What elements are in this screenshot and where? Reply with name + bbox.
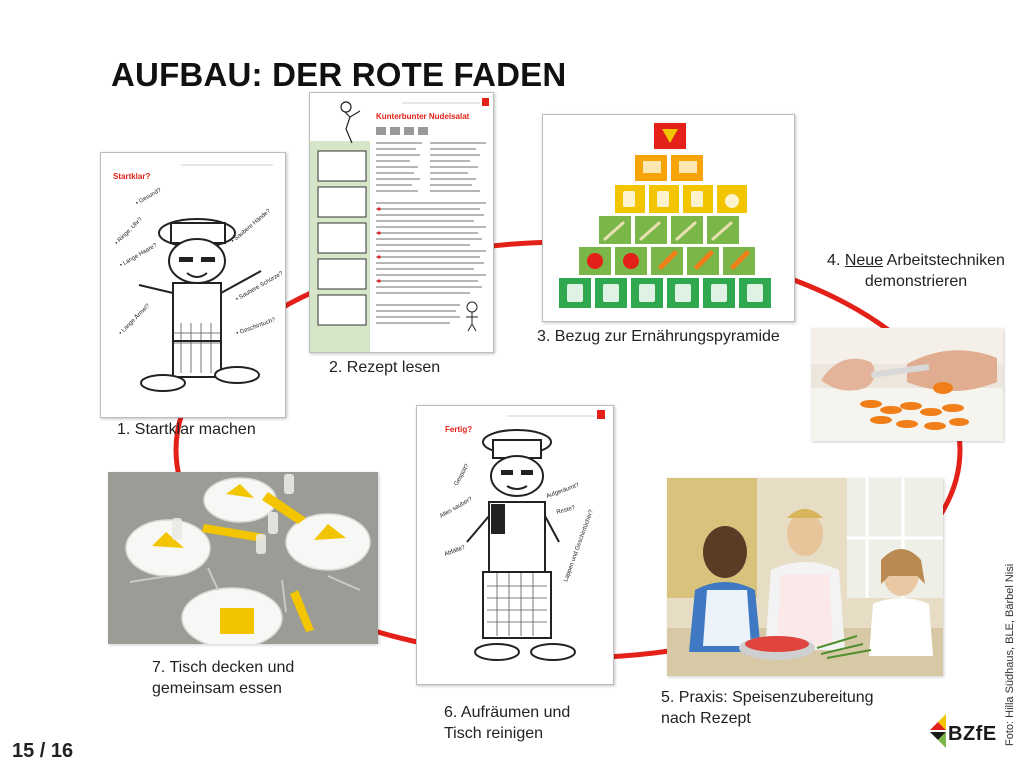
svg-text:Gespült?: Gespült? (454, 463, 472, 487)
photo-children-cooking (667, 478, 943, 676)
startklar-heading: Startklar? (113, 172, 150, 181)
photo-credit-text: Foto: Hilla Südhaus, BLE, Bärbel Nisi (1004, 563, 1016, 746)
worksheet-fertig: Fertig? Gespült? Alles sauber? Abfälle? … (416, 405, 614, 685)
svg-text:• Saubere Hände?: • Saubere Hände? (230, 208, 272, 245)
rezept-heading: Kunterbunter Nudelsalat (376, 112, 470, 121)
page-number: 15 / 16 (12, 740, 74, 762)
bzfe-logo-icon (930, 714, 946, 748)
svg-text:• Geschirrtuch?: • Geschirrtuch? (236, 317, 277, 337)
svg-text:• Saubere Schürze?: • Saubere Schürze? (235, 270, 285, 302)
photo-credit: Foto: Hilla Südhaus, BLE, Bärbel Nisi (1004, 564, 1018, 758)
step-2-label: 2. Rezept lesen (329, 359, 441, 376)
svg-text:Reste?: Reste? (556, 505, 577, 516)
step-1-label: 1. Startklar machen (117, 421, 256, 438)
bzfe-logo-text: BZfE (948, 723, 997, 745)
nutrition-pyramid-drawing (559, 123, 771, 308)
worksheet-rezept-drawing: Kunterbunter Nudelsalat (310, 98, 489, 352)
worksheet-fertig-drawing: Fertig? Gespült? Alles sauber? Abfälle? … (439, 410, 605, 661)
photo-table-setting (108, 472, 378, 644)
svg-text:• Lange Ärmel?: • Lange Ärmel? (117, 302, 151, 336)
slide-title: AUFBAU: DER ROTE FADEN (111, 56, 567, 93)
step-4-label: 4. Neue Arbeitstechniken demonstrieren (827, 252, 1005, 290)
svg-text:Lappen und Geschirrtücher?: Lappen und Geschirrtücher? (563, 509, 595, 583)
nutrition-pyramid (542, 114, 795, 322)
svg-text:• Ringe, Uhr?: • Ringe, Uhr? (114, 216, 144, 246)
worksheet-startklar-drawing: Startklar? • Gesund? • Ringe, Uhr? • Lan… (113, 164, 285, 392)
svg-text:Aufgeräumt?: Aufgeräumt? (546, 482, 581, 500)
step-3-label: 3. Bezug zur Ernährungspyramide (537, 328, 780, 345)
worksheet-startklar: Startklar? • Gesund? • Ringe, Uhr? • Lan… (100, 152, 286, 418)
svg-text:• Lange Haare?: • Lange Haare? (119, 242, 159, 268)
svg-text:Alles sauber?: Alles sauber? (439, 496, 474, 520)
svg-text:• Gesund?: • Gesund? (135, 187, 163, 207)
fertig-heading: Fertig? (445, 425, 472, 434)
worksheet-rezept: Kunterbunter Nudelsalat (309, 92, 494, 353)
svg-text:Abfälle?: Abfälle? (444, 545, 467, 558)
photo-cutting-carrots (811, 328, 1003, 441)
